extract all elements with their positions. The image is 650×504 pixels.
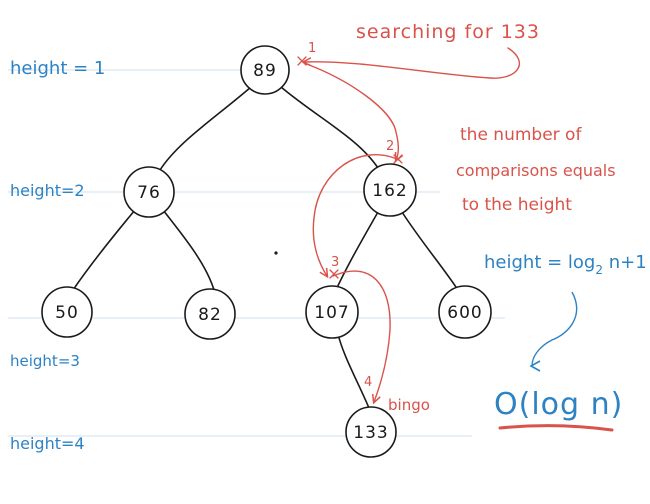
node-82-label: 82 bbox=[198, 305, 222, 325]
formula-to-complexity-arrow bbox=[529, 291, 578, 372]
node-89: 89 bbox=[240, 45, 290, 95]
comparison-marker-2 bbox=[393, 154, 403, 164]
search-path bbox=[303, 47, 521, 402]
edge-107-133 bbox=[337, 333, 370, 409]
node-107: 107 bbox=[305, 285, 359, 339]
edge-89-76 bbox=[159, 86, 252, 171]
search-step-2-to-3 bbox=[312, 154, 400, 276]
node-162: 162 bbox=[363, 163, 417, 217]
edge-89-162 bbox=[280, 86, 379, 169]
complexity-underline bbox=[498, 424, 614, 432]
search-step-1-to-2 bbox=[303, 62, 398, 160]
comparison-note-line-1: the number of bbox=[460, 125, 582, 145]
step-number-1: 1 bbox=[308, 41, 316, 56]
node-162-label: 162 bbox=[372, 181, 407, 201]
node-600: 600 bbox=[438, 285, 492, 339]
comparison-marker-1 bbox=[297, 56, 307, 66]
node-50-label: 50 bbox=[55, 303, 79, 323]
tree-nodes: 89 76 162 50 82 107 600 133 bbox=[41, 45, 492, 458]
height-label-2: height=2 bbox=[10, 181, 85, 200]
edge-162-107 bbox=[335, 211, 379, 291]
stray-dot bbox=[274, 251, 278, 255]
step-number-4: 4 bbox=[364, 375, 372, 390]
node-76: 76 bbox=[123, 166, 175, 218]
step-number-2: 2 bbox=[386, 139, 394, 154]
height-formula-suffix: n+1 bbox=[603, 252, 647, 273]
height-label-1: height = 1 bbox=[10, 58, 105, 79]
bingo-label: bingo bbox=[388, 396, 430, 414]
tree-edges bbox=[72, 86, 459, 409]
height-formula-prefix: height = log bbox=[484, 252, 595, 273]
complexity-result: O(log n) bbox=[494, 387, 623, 422]
edge-76-50 bbox=[72, 209, 136, 291]
node-76-label: 76 bbox=[137, 183, 161, 203]
height-labels: height = 1 height=2 height=3 height=4 bbox=[10, 58, 105, 453]
height-formula-subscript: 2 bbox=[595, 263, 603, 277]
node-89-label: 89 bbox=[253, 61, 277, 81]
search-note-arrow bbox=[304, 47, 521, 79]
height-label-3: height=3 bbox=[10, 352, 80, 370]
comparison-marker-3 bbox=[329, 269, 339, 279]
comparison-note: the number of comparisons equals to the … bbox=[456, 125, 616, 215]
node-107-label: 107 bbox=[314, 303, 349, 323]
node-133: 133 bbox=[345, 406, 397, 458]
step-numbers: 1 2 3 4 bbox=[308, 41, 394, 390]
node-133-label: 133 bbox=[353, 423, 388, 443]
step-number-3: 3 bbox=[331, 255, 339, 270]
height-formula: height = log2 n+1 bbox=[484, 252, 647, 277]
height-label-4: height=4 bbox=[10, 434, 85, 453]
node-82: 82 bbox=[184, 288, 236, 340]
search-note: searching for 133 bbox=[356, 21, 540, 43]
comparison-note-line-3: to the height bbox=[462, 195, 572, 215]
comparison-note-line-2: comparisons equals bbox=[456, 161, 616, 180]
search-step-3-to-4 bbox=[332, 270, 391, 402]
edge-76-82 bbox=[162, 209, 215, 291]
comparison-markers bbox=[297, 56, 403, 279]
edge-162-600 bbox=[401, 211, 459, 291]
node-50: 50 bbox=[41, 286, 93, 338]
node-600-label: 600 bbox=[447, 303, 482, 323]
